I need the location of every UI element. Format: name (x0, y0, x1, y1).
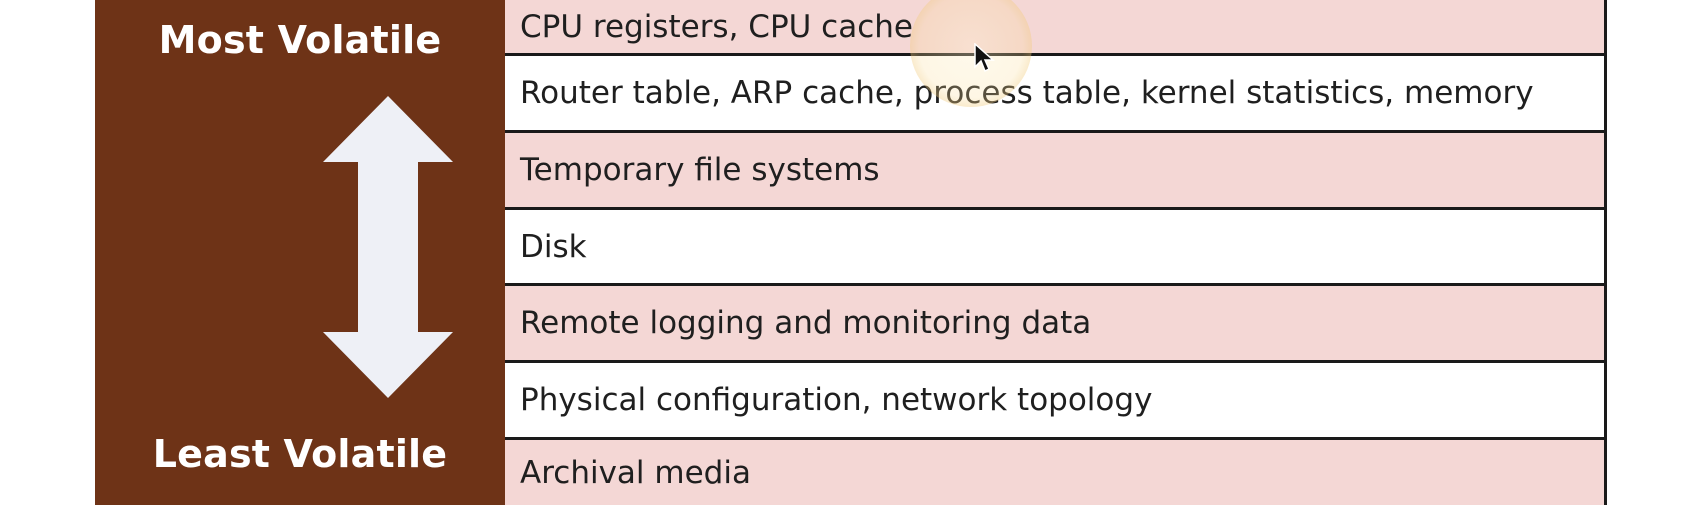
table-row: Disk (505, 210, 1604, 286)
table-row: Remote logging and monitoring data (505, 286, 1604, 363)
table-row: Temporary file systems (505, 133, 1604, 210)
volatility-scale-panel: Most Volatile Least Volatile (95, 0, 505, 505)
table-row: CPU registers, CPU cache (505, 0, 1604, 56)
volatility-table: CPU registers, CPU cache Router table, A… (505, 0, 1607, 505)
most-volatile-label: Most Volatile (158, 18, 442, 62)
row-text: CPU registers, CPU cache (520, 8, 913, 45)
mouse-pointer-icon (974, 43, 995, 73)
row-text: Temporary file systems (520, 152, 880, 188)
row-text: Physical configuration, network topology (520, 382, 1153, 418)
row-text: Router table, ARP cache, process table, … (520, 75, 1534, 111)
table-row: Router table, ARP cache, process table, … (505, 56, 1604, 133)
double-headed-arrow-icon (323, 96, 453, 398)
row-text: Remote logging and monitoring data (520, 305, 1092, 341)
least-volatile-label: Least Volatile (152, 432, 448, 476)
table-row: Physical configuration, network topology (505, 363, 1604, 440)
table-row: Archival media (505, 440, 1604, 505)
row-text: Disk (520, 228, 587, 265)
arrow-shape (323, 96, 453, 398)
row-text: Archival media (520, 454, 751, 491)
